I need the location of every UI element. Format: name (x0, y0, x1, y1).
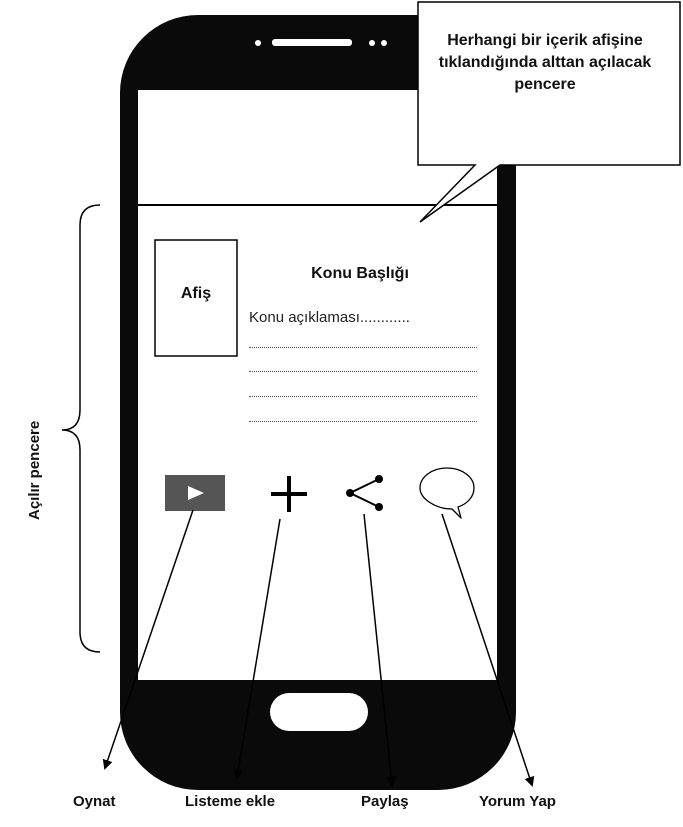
arrow-share (363, 513, 397, 787)
label-add-to-list: Listeme ekle (185, 793, 276, 810)
label-comment: Yorum Yap (479, 793, 556, 810)
arrow-comment (441, 513, 535, 787)
speech-bubble-icon (419, 467, 475, 519)
poster-label: Afiş (180, 285, 212, 302)
play-icon (165, 475, 225, 511)
front-camera-icon (255, 40, 261, 46)
callout-box (417, 1, 681, 223)
popup-title: Konu Başlığı (311, 265, 409, 282)
popup-description: Konu açıklaması............ (249, 309, 410, 326)
description-dotted-line (249, 396, 477, 397)
home-button (270, 693, 368, 731)
arrow-play (102, 509, 194, 770)
label-share: Paylaş (361, 793, 409, 810)
description-dotted-line (249, 421, 477, 422)
sensor-dot-icon (369, 40, 375, 46)
sensor-dot-icon (381, 40, 387, 46)
plus-icon (271, 476, 307, 512)
popup-brace (61, 204, 101, 653)
description-dotted-line (249, 347, 477, 348)
callout-text: Herhangi bir içerik afişine tıklandığınd… (438, 32, 652, 93)
poster-box (154, 239, 238, 357)
arrow-add-to-list (233, 518, 281, 780)
share-icon (346, 475, 383, 511)
phone-screen (138, 90, 497, 680)
speaker-grille (272, 39, 352, 46)
side-label: Açılır pencere (26, 420, 43, 520)
description-dotted-line (249, 371, 477, 372)
label-play: Oynat (73, 793, 116, 810)
